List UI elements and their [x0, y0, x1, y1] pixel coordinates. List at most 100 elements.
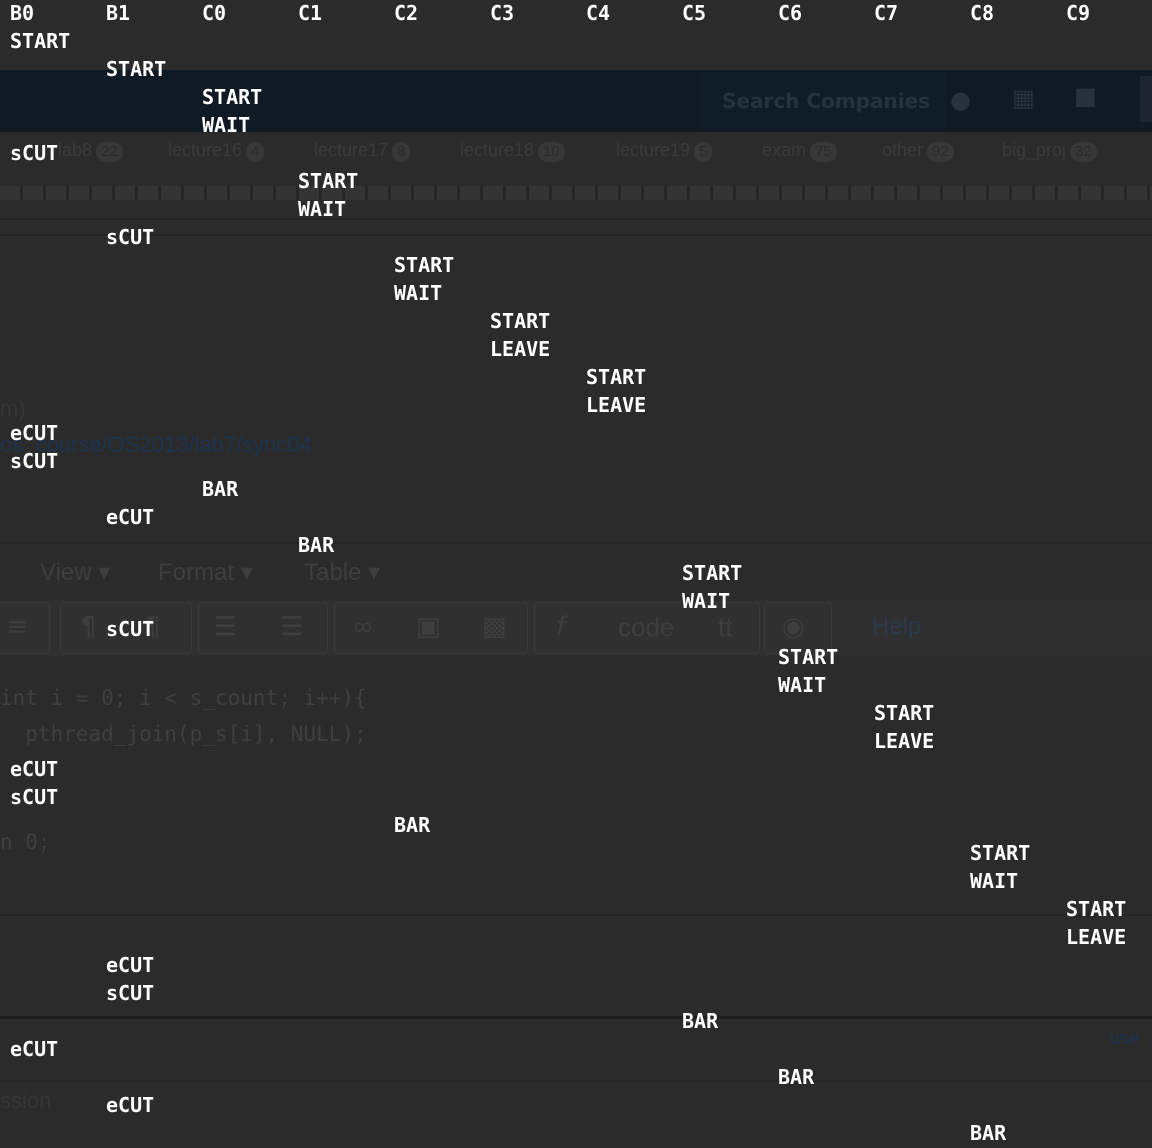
trace-event-bar: BAR: [394, 813, 431, 837]
code-button[interactable]: code: [618, 612, 675, 642]
teletype-button[interactable]: tt: [718, 612, 733, 642]
tag-label: lab8: [58, 140, 93, 160]
image-icon[interactable]: ▣: [416, 612, 441, 642]
text-fragment: m): [0, 396, 26, 421]
trace-event-bar: BAR: [970, 1121, 1007, 1145]
trace-event-scut: sCUT: [106, 617, 155, 641]
rtl-icon[interactable]: ¶: [144, 612, 161, 642]
trace-event-wait: WAIT: [970, 869, 1019, 893]
trace-event-start: START: [298, 169, 359, 193]
column-header-b1: B1: [106, 1, 131, 25]
toolbar-group: [0, 602, 50, 654]
trace-event-start: START: [1066, 897, 1127, 921]
trace-event-start: START: [10, 29, 71, 53]
column-header-c0: C0: [202, 1, 227, 25]
trace-event-ecut: eCUT: [10, 421, 59, 445]
divider: [0, 218, 1152, 220]
column-header-c7: C7: [874, 1, 899, 25]
formula-icon[interactable]: f: [556, 612, 566, 642]
trace-event-leave: LEAVE: [1066, 925, 1127, 949]
link-icon[interactable]: ∞: [352, 612, 374, 642]
trace-event-start: START: [970, 841, 1031, 865]
trace-event-start: START: [778, 645, 839, 669]
tag-count: 32: [1070, 142, 1097, 162]
tag-label: lecture17: [314, 140, 389, 160]
trace-event-start: START: [682, 561, 743, 585]
align-center-icon[interactable]: ≡: [6, 612, 28, 642]
menu-format[interactable]: Format ▾: [158, 559, 253, 586]
toolbar-group: [534, 602, 760, 654]
bullet-list-icon[interactable]: ☰: [214, 612, 238, 642]
divider: [0, 542, 1152, 544]
trace-event-leave: LEAVE: [490, 337, 551, 361]
trace-event-scut: sCUT: [10, 141, 59, 165]
trace-event-ecut: eCUT: [106, 505, 155, 529]
menu-label: Format: [158, 559, 235, 586]
menu-table[interactable]: Table ▾: [304, 559, 381, 586]
globe-icon[interactable]: ●: [950, 86, 971, 114]
folder-search-icon[interactable]: ▩: [482, 612, 507, 642]
calendar-icon[interactable]: ▦: [1012, 84, 1035, 112]
tag-count: 4: [246, 142, 265, 162]
trace-event-start: START: [586, 365, 647, 389]
menu-view[interactable]: View ▾: [40, 559, 111, 586]
column-header-c5: C5: [682, 1, 707, 25]
nav-profile-box[interactable]: [1140, 76, 1152, 122]
divider: [0, 234, 1152, 236]
trace-event-ecut: eCUT: [106, 953, 155, 977]
search-input[interactable]: Search Companies: [700, 72, 946, 130]
top-navbar: [0, 70, 1152, 132]
trace-event-bar: BAR: [778, 1065, 815, 1089]
chat-icon[interactable]: ■: [1074, 82, 1097, 110]
trace-event-scut: sCUT: [106, 225, 155, 249]
trace-event-leave: LEAVE: [586, 393, 647, 417]
toolbar-group: [764, 602, 832, 654]
toolbar-group: [334, 602, 528, 654]
column-header-b0: B0: [10, 1, 35, 25]
divider: [0, 1016, 1152, 1019]
code-line: pthread_join(p_s[i], NULL);: [0, 722, 367, 746]
code-line: int i = 0; i < s_count; i++){: [0, 686, 367, 710]
trace-event-start: START: [490, 309, 551, 333]
divider: [0, 1080, 1152, 1082]
page-link[interactable]: os_course/OS2013/lab7/sync04: [0, 432, 312, 457]
tag-count: 22: [96, 142, 123, 162]
tag-count: 75: [810, 142, 837, 162]
menu-label: View: [40, 559, 92, 586]
trace-event-ecut: eCUT: [106, 1093, 155, 1117]
tag-count: 5: [694, 142, 713, 162]
tag-label: lecture16: [168, 140, 243, 160]
toolbar-group: [198, 602, 328, 654]
trace-event-bar: BAR: [298, 533, 335, 557]
code-line: n 0;: [0, 830, 51, 854]
tag-label: other: [882, 140, 924, 160]
tag-label: exam: [762, 140, 807, 160]
trace-event-scut: sCUT: [10, 785, 59, 809]
trace-event-wait: WAIT: [682, 589, 731, 613]
column-header-c9: C9: [1066, 1, 1091, 25]
trace-event-wait: WAIT: [394, 281, 443, 305]
ltr-icon[interactable]: ¶: [80, 612, 97, 642]
tag-count: 10: [538, 142, 565, 162]
numbered-list-icon[interactable]: ☰: [280, 612, 304, 642]
column-header-c4: C4: [586, 1, 611, 25]
trace-event-start: START: [202, 85, 263, 109]
trace-event-leave: LEAVE: [874, 729, 935, 753]
tag-label: big_proj: [1002, 140, 1067, 160]
preview-eye-icon[interactable]: ◉: [782, 612, 805, 642]
divider: [0, 914, 1152, 916]
help-link[interactable]: Help: [872, 613, 922, 640]
trace-event-wait: WAIT: [202, 113, 251, 137]
trace-event-start: START: [874, 701, 935, 725]
trace-event-ecut: eCUT: [10, 757, 59, 781]
